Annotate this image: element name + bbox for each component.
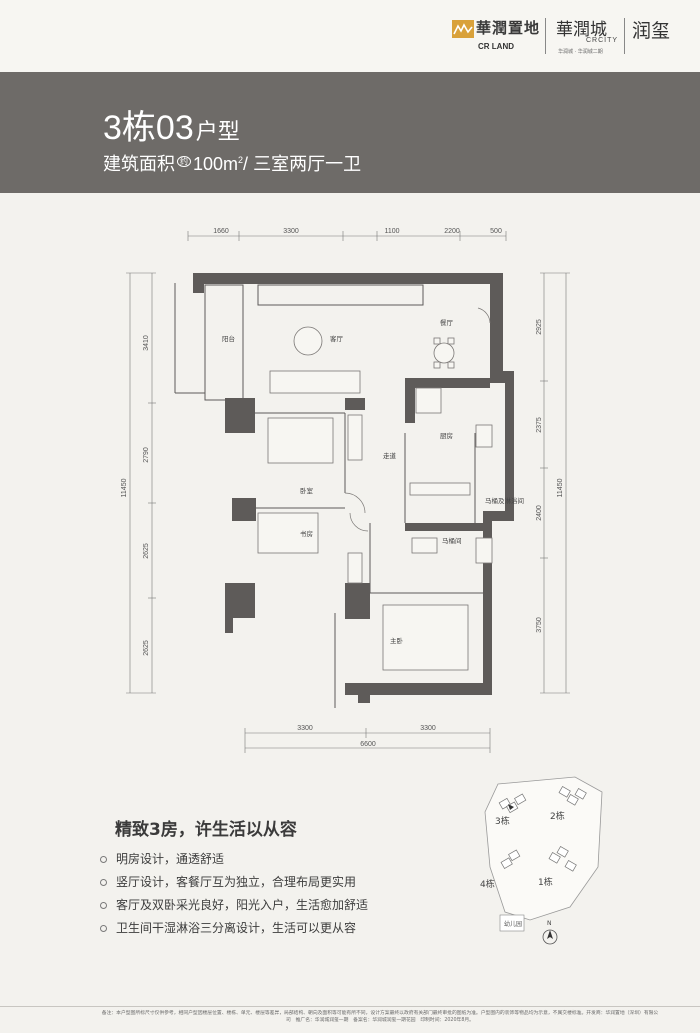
developer-name: 華潤置地 <box>476 19 541 37</box>
unit-suffix: 户型 <box>195 119 240 144</box>
door-arcs <box>344 307 491 532</box>
dim-bottom-1: 3300 <box>297 725 313 732</box>
disclaimer: 备注：本户型图所标尺寸仅供参考，相同户型因楼层位置、楼栋、单元、楼层等差异，局部… <box>101 1011 659 1023</box>
room-corridor: 走道 <box>383 451 397 460</box>
product-name: 润玺 <box>632 20 671 42</box>
slogan: 精致3房，许生活以从容 <box>115 820 297 840</box>
dim-top-4: 2200 <box>444 228 460 235</box>
unit-number: 3栋03 <box>103 109 194 147</box>
feature-item: 竖厅设计，客餐厅互为独立，合理布局更实用 <box>100 871 368 894</box>
room-master: 主卧 <box>390 636 404 645</box>
cr-land-logo-icon <box>452 20 474 38</box>
project-tagline: 华润城 · 华润城二期 <box>558 49 603 55</box>
feature-item: 明房设计，通透舒适 <box>100 848 368 871</box>
right-dimensions <box>540 272 570 694</box>
feature-item: 卫生间干湿淋浴三分离设计，生活可以更从容 <box>100 917 368 940</box>
project-en: CRCITY <box>586 37 619 44</box>
dim-top-5: 500 <box>490 228 502 235</box>
room-bedroom: 卧室 <box>300 486 314 495</box>
dim-right-4: 3750 <box>536 617 543 633</box>
bullet-icon <box>100 902 107 909</box>
building-2: 2栋 <box>550 810 565 822</box>
interior-lines <box>174 283 483 708</box>
room-dining: 餐厅 <box>440 318 454 327</box>
area-prefix: 约 <box>177 156 191 167</box>
footer-divider <box>0 1006 700 1007</box>
building-1: 1栋 <box>538 876 553 888</box>
dim-top-2: 3300 <box>283 228 299 235</box>
bullet-icon <box>100 856 107 863</box>
bullet-icon <box>100 925 107 932</box>
divider <box>545 18 546 54</box>
building-3: 3栋 <box>495 815 510 827</box>
site-plan: 3栋 2栋 4栋 1栋 幼儿园 N <box>480 776 603 945</box>
dim-left-2: 2790 <box>143 447 150 463</box>
area-sep: / <box>243 154 249 174</box>
room-kitchen: 厨房 <box>440 431 453 440</box>
dim-left-total: 11450 <box>121 478 128 497</box>
top-dimensions <box>187 231 507 241</box>
floor-plan: 1660 3300 1100 2200 500 3410 2790 2625 2… <box>121 228 570 753</box>
dim-right-total: 11450 <box>557 478 564 497</box>
unit-marker-icon <box>508 804 514 810</box>
header-bar: 華潤置地 CR LAND 華潤城 CRCITY 华润城 · 华润城二期 润玺 <box>0 0 700 72</box>
north-arrow-icon: N <box>542 920 558 945</box>
left-dimensions <box>126 272 156 694</box>
furniture <box>257 326 493 671</box>
bullet-icon <box>100 879 107 886</box>
building-4: 4栋 <box>480 878 495 890</box>
room-balcony: 阳台 <box>222 334 235 343</box>
dim-left-4: 2625 <box>143 640 150 656</box>
room-study: 书房 <box>300 529 313 538</box>
dim-top-1: 1660 <box>213 228 229 235</box>
feature-list: 明房设计，通透舒适 竖厅设计，客餐厅互为独立，合理布局更实用 客厅及双卧采光良好… <box>100 848 368 940</box>
dim-left-1: 3410 <box>143 335 150 351</box>
kindergarten-label: 幼儿园 <box>504 920 522 928</box>
room-living: 客厅 <box>330 334 344 343</box>
room-toilet: 马桶间 <box>442 536 462 545</box>
dim-right-1: 2925 <box>536 319 543 335</box>
project-name: 華潤城 <box>556 20 607 40</box>
dim-bottom-2: 3300 <box>420 725 436 732</box>
room-bath-dry: 马桶及淋浴间 <box>485 496 524 505</box>
area-sup: 2 <box>238 155 244 165</box>
developer-en: CR LAND <box>478 42 514 51</box>
dim-left-3: 2625 <box>143 543 150 559</box>
title-band <box>0 72 700 193</box>
bottom-dimensions <box>244 728 491 753</box>
area-label: 建筑面积 <box>103 154 175 174</box>
area-value: 100m <box>193 154 239 174</box>
svg-text:N: N <box>547 920 552 927</box>
unit-title: 3栋03户型 <box>103 100 240 149</box>
feature-item: 客厅及双卧采光良好，阳光入户，生活愈加舒适 <box>100 894 368 917</box>
dim-right-3: 2400 <box>536 505 543 521</box>
divider <box>624 18 625 54</box>
dim-right-2: 2375 <box>536 417 543 433</box>
dim-bottom-total: 6600 <box>360 741 376 748</box>
dim-top-3: 1100 <box>384 228 399 235</box>
unit-layout: 三室两厅一卫 <box>253 154 362 174</box>
